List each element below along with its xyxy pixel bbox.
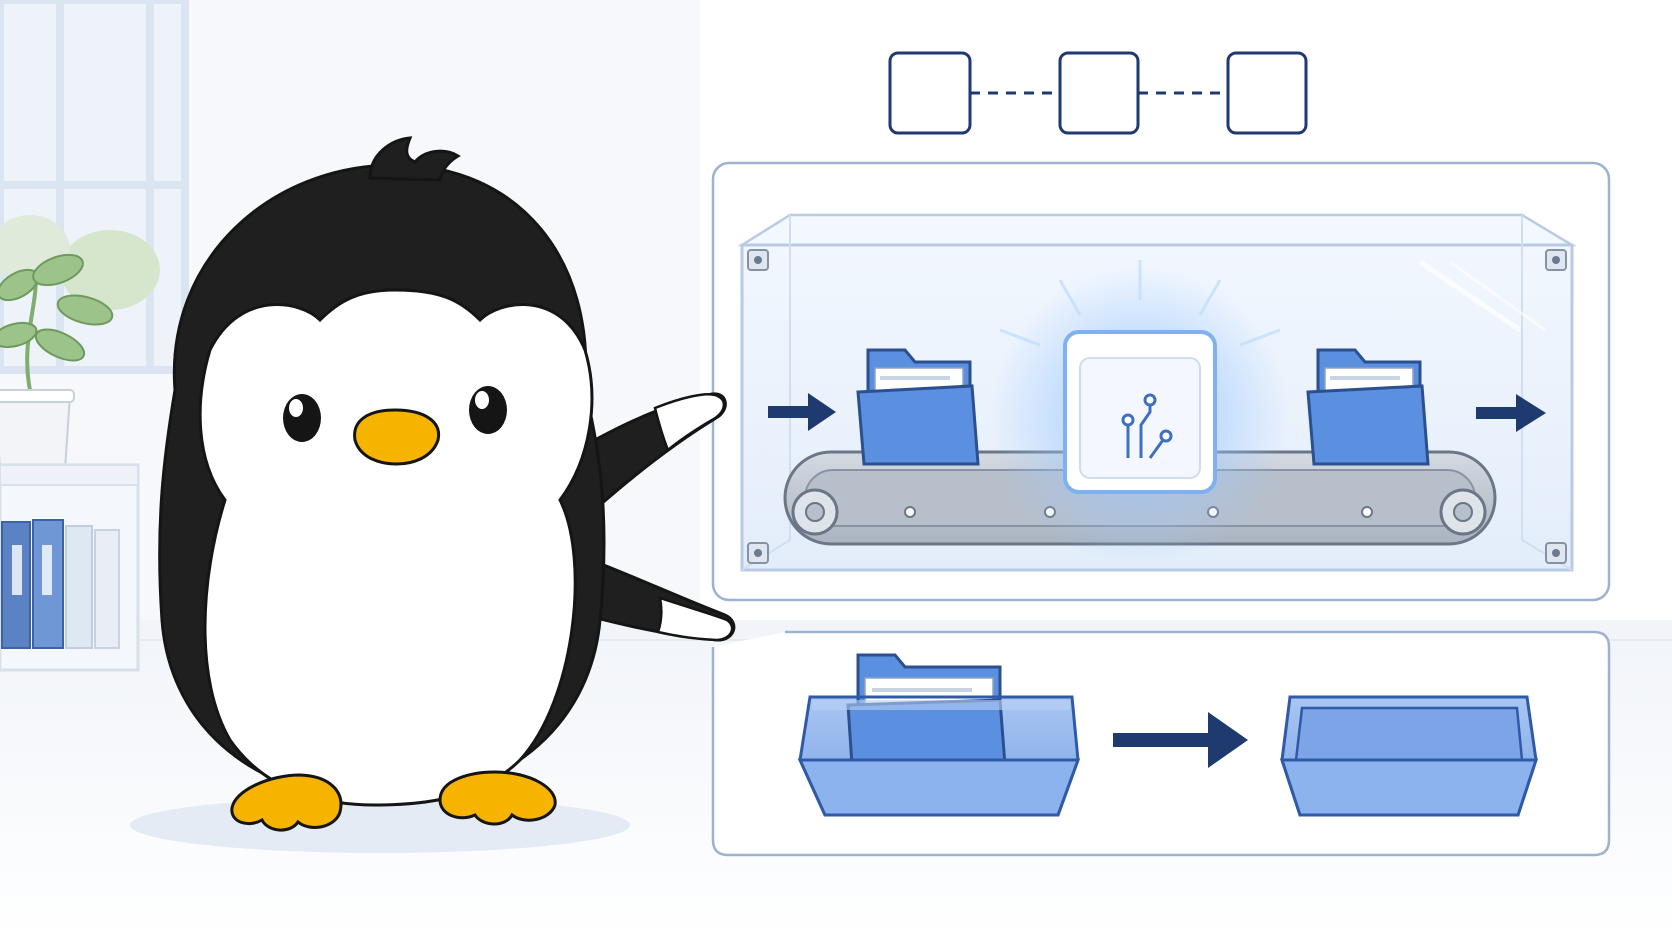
penguin-mascot: [130, 136, 736, 853]
potted-plant: [0, 253, 114, 471]
tray-icon: [1279, 695, 1539, 817]
penguin-eye: [469, 386, 507, 434]
penguin-beak: [353, 408, 441, 466]
processor-unit: [990, 260, 1290, 565]
tray-icon: [797, 653, 1081, 817]
case-bolts: [747, 249, 1567, 564]
pipeline-diagram: [888, 51, 1308, 135]
processing-panel: [711, 161, 1611, 602]
pipeline-box-3: [1226, 51, 1308, 135]
folder-icon: [1306, 348, 1430, 466]
circuit-icon: [1121, 393, 1173, 459]
penguin-foot: [230, 773, 343, 832]
arrow-right-icon: [1476, 394, 1546, 432]
transfer-panel: [711, 630, 1611, 857]
arrow-right-icon: [1113, 712, 1248, 768]
folder-icon: [856, 348, 980, 466]
bookshelf: [0, 463, 140, 672]
penguin-foot: [438, 770, 557, 826]
pipeline-box-1: [888, 51, 972, 135]
arrow-right-icon: [768, 393, 836, 431]
pipeline-box-2: [1058, 51, 1140, 135]
penguin-eye: [283, 394, 321, 442]
